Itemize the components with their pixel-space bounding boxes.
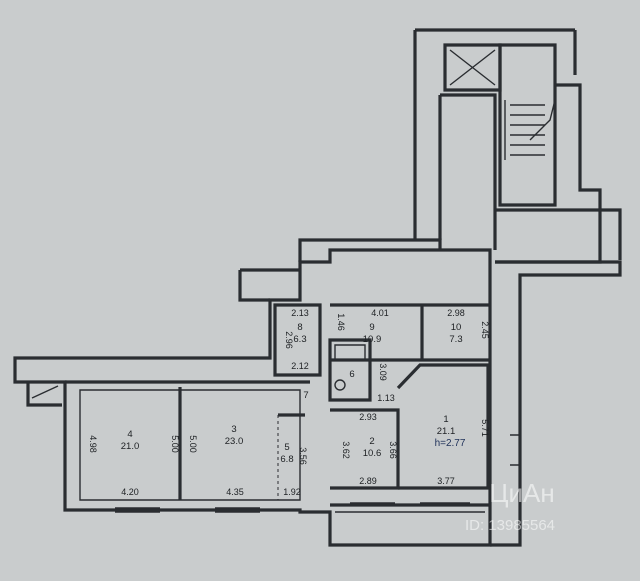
dim-label: 2.12 (291, 361, 309, 371)
dim-label: 5.00 (170, 435, 180, 453)
dim-label: 1.46 (336, 313, 346, 331)
dim-label: 2.45 (480, 321, 490, 339)
dim-label: 2.89 (359, 476, 377, 486)
watermark: ЦиАн ID: 13985564 (465, 478, 555, 534)
room-8-area: 6.3 (293, 334, 306, 345)
room-2-number: 2 (369, 436, 374, 447)
room-3-area: 23.0 (225, 436, 244, 447)
room-10-number: 10 (451, 322, 462, 333)
room-4-number: 4 (127, 429, 132, 440)
dim-label: 3.77 (437, 476, 455, 486)
room-2-area: 10.6 (363, 448, 382, 459)
dim-label: 1.13 (377, 393, 395, 403)
dim-label: 5.00 (188, 435, 198, 453)
room-6-number: 6 (349, 369, 354, 380)
room-1-height: h=2.77 (435, 438, 466, 449)
dim-label: 3.56 (298, 447, 308, 465)
dim-label: 2.13 (291, 308, 309, 318)
room-numbers: 1 2 3 4 5 6 7 8 9 10 (127, 322, 461, 453)
watermark-brand: ЦиАн (489, 478, 554, 508)
room-1-number: 1 (443, 414, 448, 425)
dim-label: 4.20 (121, 487, 139, 497)
room-5-number: 5 (284, 442, 289, 453)
dim-label: 1.92 (283, 487, 301, 497)
room-9-number: 9 (369, 322, 374, 333)
room-10-area: 7.3 (449, 334, 462, 345)
dim-label: 3.62 (341, 441, 351, 459)
watermark-id: ID: 13985564 (465, 517, 555, 534)
room-7-number: 7 (303, 390, 308, 401)
room-5-area: 6.8 (280, 454, 293, 465)
dim-label: 3.66 (388, 441, 398, 459)
dim-label: 2.98 (447, 308, 465, 318)
room-1-area: 21.1 (437, 426, 456, 437)
dim-label: 2.96 (284, 331, 294, 349)
room-8-number: 8 (297, 322, 302, 333)
dim-label: 4.35 (226, 487, 244, 497)
room-4-area: 21.0 (121, 441, 140, 452)
dimension-labels: 2.13 4.01 2.98 2.96 1.46 2.45 2.12 3.09 … (88, 308, 490, 497)
dim-label: 4.98 (88, 435, 98, 453)
dim-label: 4.01 (371, 308, 389, 318)
room-3-number: 3 (231, 424, 236, 435)
dim-label: 3.09 (378, 363, 388, 381)
dim-label: 5.71 (480, 419, 490, 437)
room-9-area: 10.9 (363, 334, 382, 345)
room-areas: 21.1 h=2.77 10.6 23.0 21.0 6.8 6.3 10.9 … (121, 334, 466, 465)
dim-label: 2.93 (359, 412, 377, 422)
walls (13, 28, 622, 547)
